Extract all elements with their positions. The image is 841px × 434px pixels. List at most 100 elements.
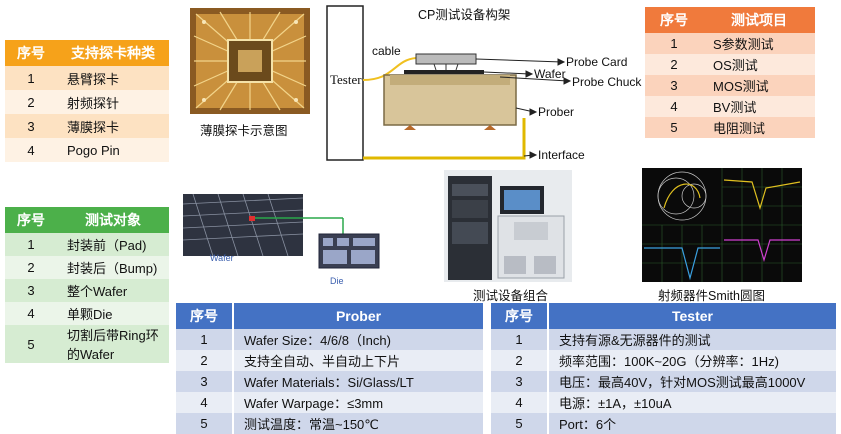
prober-header-name: Prober	[233, 303, 483, 329]
row-value: Port：6个	[548, 413, 836, 434]
row-value: 切割后带Ring环的Wafer	[57, 325, 169, 363]
row-index: 5	[176, 413, 234, 434]
card-types-header-index: 序号	[5, 40, 57, 66]
row-value: Wafer Size：4/6/8（Inch)	[233, 329, 483, 350]
wafer-die-image	[182, 193, 383, 290]
diagram-title: CP测试设备构架	[418, 8, 511, 22]
row-value: 薄膜探卡	[57, 114, 169, 138]
row-value: 支持全自动、半自动上下片	[233, 350, 483, 371]
row-value: Wafer Materials：Si/Glass/LT	[233, 371, 483, 392]
tester-header-name: Tester	[548, 303, 836, 329]
row-index: 1	[491, 329, 549, 350]
row-index: 3	[491, 371, 549, 392]
diagram-wafer-label: Wafer	[534, 67, 566, 81]
row-value: OS测试	[703, 54, 815, 75]
row-index: 2	[5, 256, 57, 279]
row-value: 频率范围：100K~20G（分辨率：1Hz)	[548, 350, 836, 371]
row-index: 4	[5, 138, 57, 162]
row-index: 4	[645, 96, 703, 117]
row-value: Pogo Pin	[57, 138, 169, 162]
row-index: 1	[176, 329, 234, 350]
row-value: 封装前（Pad)	[57, 233, 169, 256]
row-index: 5	[645, 117, 703, 138]
row-index: 2	[645, 54, 703, 75]
row-value: 电源：±1A，±10uA	[548, 392, 836, 413]
row-value: 单颗Die	[57, 302, 169, 325]
test-equipment-image	[444, 170, 572, 282]
row-value: 整个Wafer	[57, 279, 169, 302]
row-index: 1	[5, 233, 57, 256]
row-index: 2	[5, 90, 57, 114]
diagram-prober-label: Prober	[538, 105, 575, 119]
row-value: 封装后（Bump)	[57, 256, 169, 279]
test-objects-header-index: 序号	[5, 207, 57, 233]
wafer-photo-label: Wafer	[210, 253, 234, 263]
test-objects-header-name: 测试对象	[57, 207, 169, 233]
row-index: 1	[5, 66, 57, 90]
row-index: 4	[176, 392, 234, 413]
die-photo-label: Die	[330, 276, 344, 286]
row-index: 2	[491, 350, 549, 371]
prober-header-index: 序号	[176, 303, 234, 329]
row-value: 电压：最高40V，针对MOS测试最高1000V	[548, 371, 836, 392]
smith-caption: 射频器件Smith圆图	[658, 289, 765, 303]
diagram-tester-label: Tester	[330, 72, 362, 87]
row-index: 4	[491, 392, 549, 413]
row-value: 测试温度：常温~150℃	[233, 413, 483, 434]
diagram-probe-card-label: Probe Card	[566, 55, 628, 69]
row-index: 5	[5, 325, 57, 363]
diagram-interface-label: Interface	[538, 148, 585, 162]
smith-chart-image	[642, 168, 802, 282]
row-value: S参数测试	[703, 33, 815, 54]
row-index: 2	[176, 350, 234, 371]
test-items-header-index: 序号	[645, 7, 703, 33]
row-value: Wafer Warpage：≤3mm	[233, 392, 483, 413]
row-index: 3	[645, 75, 703, 96]
tester-header-index: 序号	[491, 303, 549, 329]
row-index: 3	[5, 114, 57, 138]
equipment-caption: 测试设备组合	[473, 289, 549, 303]
diagram-probe-chuck-label: Probe Chuck	[572, 75, 642, 89]
row-index: 5	[491, 413, 549, 434]
row-value: MOS测试	[703, 75, 815, 96]
membrane-probe-card-image	[190, 8, 310, 114]
row-value: 悬臂探卡	[57, 66, 169, 90]
row-index: 1	[645, 33, 703, 54]
row-index: 3	[5, 279, 57, 302]
row-value: 射频探针	[57, 90, 169, 114]
cp-architecture-diagram	[324, 0, 644, 170]
membrane-caption: 薄膜探卡示意图	[200, 124, 288, 138]
card-types-header-name: 支持探卡种类	[57, 40, 169, 66]
row-value: BV测试	[703, 96, 815, 117]
test-items-header-name: 测试项目	[703, 7, 815, 33]
